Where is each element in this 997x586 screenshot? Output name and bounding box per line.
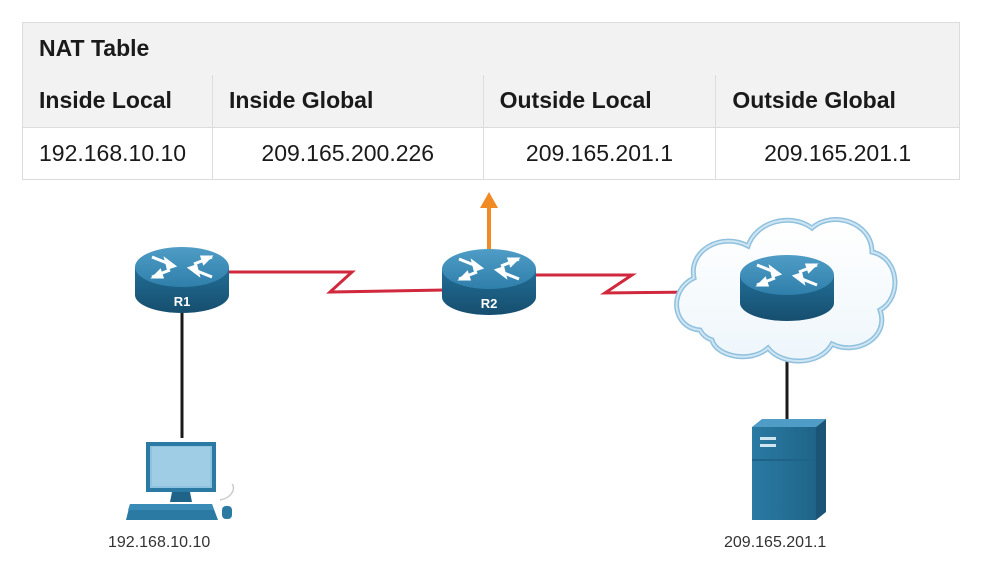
server-icon bbox=[752, 419, 826, 520]
nat-table-header-row: Inside Local Inside Global Outside Local… bbox=[22, 74, 960, 128]
up-arrow-icon bbox=[480, 192, 498, 250]
pc-address-label: 192.168.10.10 bbox=[108, 534, 211, 551]
nat-table-title-row: NAT Table bbox=[22, 22, 960, 75]
cell-outside-global: 209.165.201.1 bbox=[715, 127, 960, 180]
router-r2-label: R2 bbox=[481, 296, 498, 311]
cell-inside-local: 192.168.10.10 bbox=[22, 127, 213, 180]
column-header-outside-global: Outside Global bbox=[715, 74, 960, 128]
column-header-inside-global: Inside Global bbox=[211, 74, 484, 128]
cell-outside-local: 209.165.201.1 bbox=[482, 127, 717, 180]
router-icon bbox=[135, 247, 229, 313]
serial-link-r1-r2 bbox=[228, 270, 446, 294]
table-row: 192.168.10.10 209.165.200.226 209.165.20… bbox=[22, 127, 960, 180]
server-address-label: 209.165.201.1 bbox=[724, 534, 827, 551]
router-r1-label: R1 bbox=[174, 294, 191, 309]
router-icon bbox=[442, 249, 536, 315]
cell-inside-global: 209.165.200.226 bbox=[211, 127, 484, 180]
column-header-outside-local: Outside Local bbox=[482, 74, 717, 128]
pc-icon bbox=[126, 442, 235, 520]
router-icon bbox=[740, 255, 834, 321]
serial-link-r2-isp bbox=[534, 273, 701, 295]
nat-table: NAT Table Inside Local Inside Global Out… bbox=[22, 22, 960, 180]
nat-table-title: NAT Table bbox=[22, 22, 960, 75]
